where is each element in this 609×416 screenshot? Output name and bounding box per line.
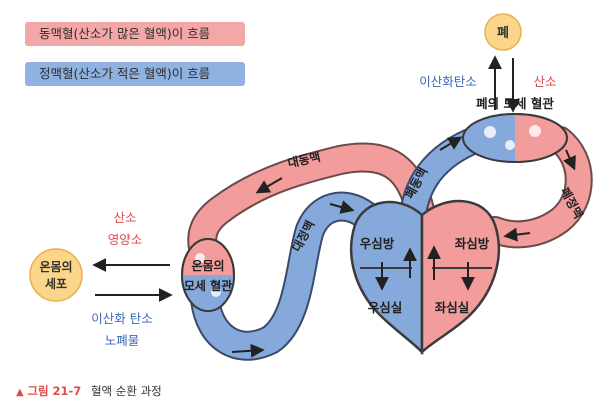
arrow-vena-cava-entry — [329, 200, 355, 214]
vena-cava-fill — [192, 193, 378, 359]
body-capillary-label-2: 모세 혈관 — [184, 278, 232, 293]
arrow-pulmonary-vein-entry — [503, 227, 531, 242]
caption-figure-number: 그림 21-7 — [27, 384, 82, 398]
body-cells-label-2: 세포 — [45, 276, 67, 291]
arrow-pulmonary-vein-flow — [563, 149, 576, 171]
aorta-label: 대동맥 — [286, 149, 322, 171]
legend-artery-label: 동맥혈(산소가 많은 혈액)이 흐름 — [39, 26, 211, 41]
cells-waste-label: 노폐물 — [105, 333, 140, 348]
lung-node: 폐 — [484, 13, 522, 51]
lung-label: 폐 — [497, 26, 509, 41]
left-atrium-label: 좌심방 — [455, 236, 490, 251]
lung-o2-label: 산소 — [533, 74, 556, 89]
cells-co2-label: 이산화 탄소 — [91, 311, 152, 326]
heart-left-side — [420, 199, 501, 355]
right-ventricle-label: 우심실 — [368, 300, 403, 315]
body-capillary-label-1: 온몸의 — [191, 258, 224, 273]
heart — [349, 199, 501, 356]
arrow-vena-cava-flow — [231, 343, 265, 358]
caption-marker: ▲ — [16, 387, 24, 398]
body-capillary — [181, 238, 235, 312]
lung-capillary-label: 폐의 모세 혈관 — [476, 96, 554, 111]
legend-vein: 정맥혈(산소가 적은 혈액)이 흐름 — [25, 62, 245, 86]
left-ventricle-label: 좌심실 — [435, 300, 470, 315]
caption-title: 혈액 순환 과정 — [90, 384, 162, 398]
lung-co2-label: 이산화탄소 — [419, 74, 477, 89]
lung-capillary — [462, 113, 568, 163]
arrow-aorta-flow — [255, 177, 283, 194]
right-atrium-label: 우심방 — [360, 236, 395, 251]
body-cells-node: 온몸의 세포 — [29, 248, 83, 302]
cells-nutrient-label: 영양소 — [108, 232, 143, 247]
arrow-pulmonary-artery-flow — [439, 136, 463, 151]
legend-vein-label: 정맥혈(산소가 적은 혈액)이 흐름 — [39, 66, 211, 81]
cells-o2-label: 산소 — [113, 210, 136, 225]
body-cells-label-1: 온몸의 — [39, 259, 72, 274]
figure-caption: ▲ 그림 21-7 혈액 순환 과정 — [16, 383, 162, 399]
heart-right-side — [349, 200, 424, 356]
legend-artery: 동맥혈(산소가 많은 혈액)이 흐름 — [25, 22, 245, 46]
aorta-fill — [189, 144, 433, 268]
